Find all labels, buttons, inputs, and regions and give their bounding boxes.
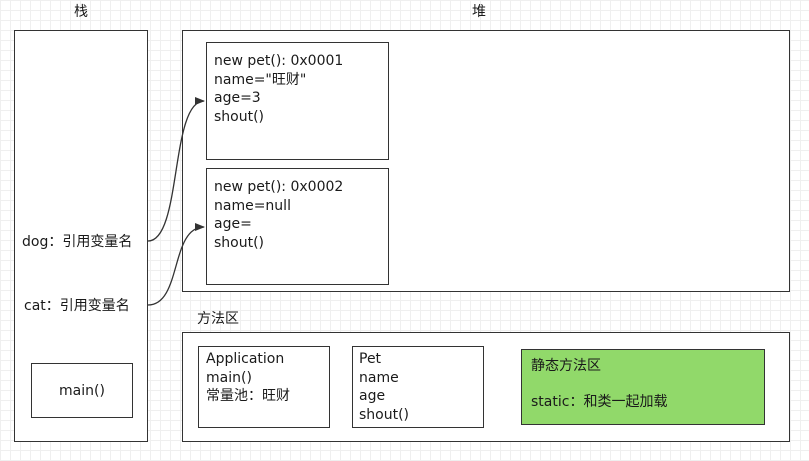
stack-main-frame <box>31 363 133 418</box>
pet-class-field-age: age <box>359 388 386 404</box>
application-constant-pool: 常量池：旺财 <box>206 388 290 404</box>
heap-object-0x0001 <box>206 42 389 160</box>
heap-object-0x0001-age: age=3 <box>214 90 261 106</box>
pet-class-members: Pet name age shout() <box>359 350 409 424</box>
heap-object-0x0002-age: age= <box>214 216 252 232</box>
pet-class-method-shout: shout() <box>359 406 410 423</box>
heap-object-0x0001-shout: shout() <box>214 108 265 125</box>
static-method-area-text: static：和类一起加载 <box>531 394 668 410</box>
pet-class-field-name: name <box>359 369 399 386</box>
application-class-main: main() <box>206 369 252 386</box>
heap-object-0x0001-name: name="旺财" <box>214 71 307 88</box>
stack-title: 栈 <box>74 4 88 20</box>
heap-object-0x0002-header: new pet(): 0x0002 <box>214 179 344 195</box>
pet-class-name: Pet <box>359 351 382 367</box>
stack-cat-variable: cat：引用变量名 <box>24 298 130 314</box>
application-class-box <box>198 346 330 428</box>
heap-object-0x0002-name: name=null <box>214 197 291 214</box>
application-class-members: Application main() 常量池：旺财 <box>206 350 290 406</box>
stack-main-frame-label: main() <box>59 383 105 399</box>
heap-title: 堆 <box>472 4 486 20</box>
heap-object-0x0002 <box>206 168 389 285</box>
method-area-title: 方法区 <box>197 311 239 327</box>
static-method-area-box <box>521 349 765 425</box>
static-method-area-title: 静态方法区 <box>531 358 601 374</box>
pet-class-box <box>352 346 484 428</box>
application-class-name: Application <box>206 351 285 367</box>
heap-object-0x0001-fields: new pet(): 0x0001 name="旺财" age=3 shout(… <box>214 52 343 126</box>
stack-dog-variable: dog：引用变量名 <box>22 234 133 250</box>
heap-object-0x0002-fields: new pet(): 0x0002 name=null age= shout() <box>214 178 343 252</box>
heap-object-0x0002-shout: shout() <box>214 234 265 251</box>
heap-object-0x0001-header: new pet(): 0x0001 <box>214 53 344 69</box>
